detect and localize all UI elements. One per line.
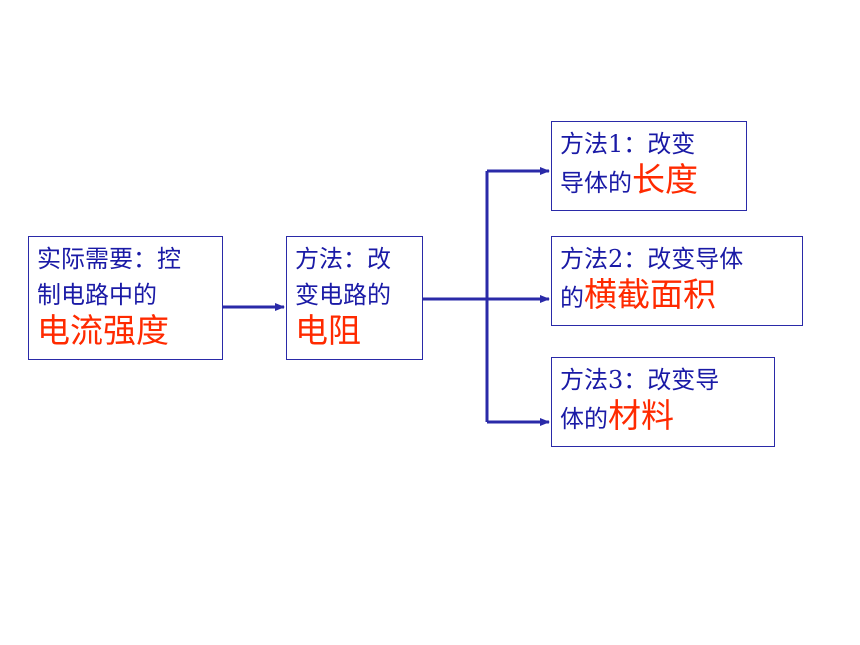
method3-line1: 方法3：改变导 — [560, 366, 720, 394]
method1-prefix: 导体的 — [560, 169, 632, 197]
method-line2: 变电路的 — [295, 281, 391, 309]
method3-line2: 体的材料 — [560, 398, 766, 437]
method-highlight: 电阻 — [295, 311, 361, 350]
method2-highlight: 横截面积 — [584, 275, 716, 314]
method1-highlight: 长度 — [632, 160, 698, 199]
method2-line2: 的横截面积 — [560, 277, 794, 316]
method3-highlight: 材料 — [608, 396, 674, 435]
requirement-line1: 实际需要：控 — [37, 245, 181, 273]
method3-prefix: 体的 — [560, 405, 608, 433]
method2-line1: 方法2：改变导体 — [560, 245, 744, 273]
method-line1: 方法：改 — [295, 245, 391, 273]
method3-box: 方法3：改变导 体的材料 — [551, 357, 775, 447]
requirement-line2: 制电路中的 — [37, 281, 157, 309]
method1-line2: 导体的长度 — [560, 162, 738, 201]
method1-line1: 方法1：改变 — [560, 130, 696, 158]
requirement-box: 实际需要：控 制电路中的 电流强度 — [28, 236, 223, 360]
method-box: 方法：改 变电路的 电阻 — [286, 236, 423, 360]
method1-box: 方法1：改变 导体的长度 — [551, 121, 747, 211]
method2-box: 方法2：改变导体 的横截面积 — [551, 236, 803, 326]
requirement-highlight: 电流强度 — [37, 311, 169, 350]
method2-prefix: 的 — [560, 284, 584, 312]
